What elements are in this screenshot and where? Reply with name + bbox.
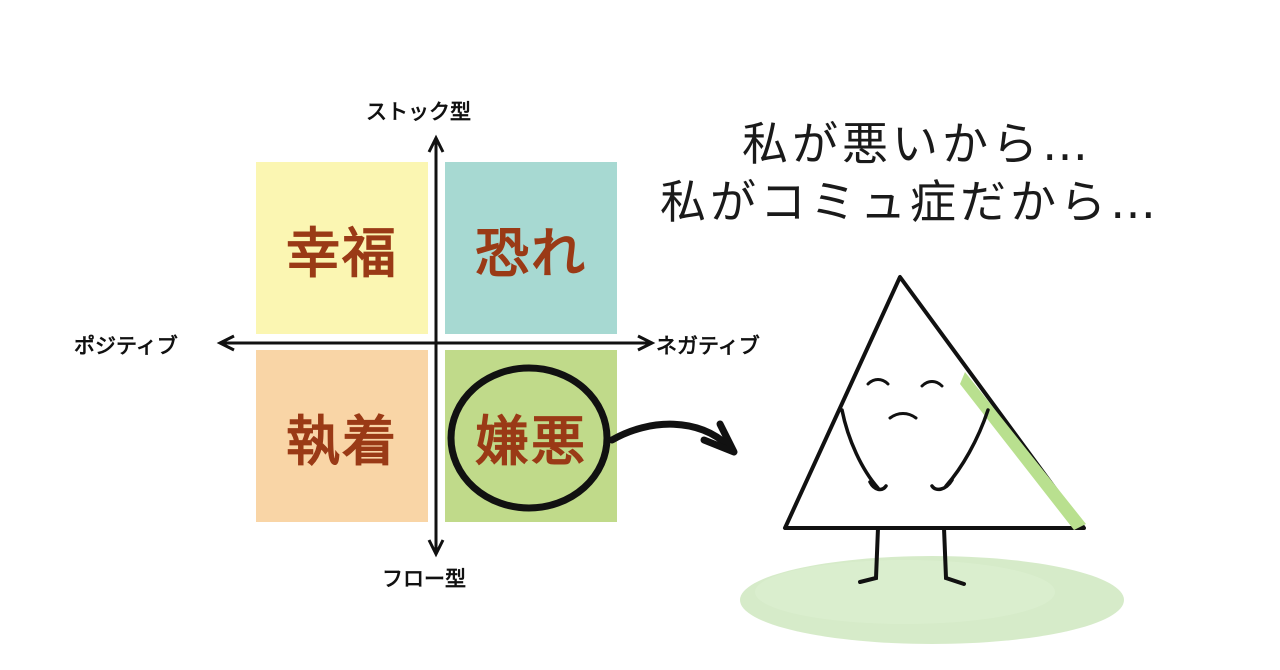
- axis-label-bottom: フロー型: [382, 567, 466, 591]
- triangle-shading: [960, 372, 1086, 530]
- quadrant-label: 幸福: [286, 221, 398, 285]
- quadrant-fear: 恐れ: [445, 162, 617, 334]
- vertical-axis-top-arrow: [427, 134, 445, 153]
- right-closed-eye: [920, 380, 944, 388]
- highlight-circle: [447, 364, 611, 512]
- quadrant-label: 嫌悪: [475, 409, 587, 473]
- left-closed-eye: [866, 378, 890, 386]
- axis-label-top: ストック型: [366, 100, 471, 124]
- triangle-character: [783, 275, 1086, 530]
- speech-line-2: 私がコミュ症だから…: [660, 175, 1160, 229]
- frown-mouth: [888, 412, 918, 420]
- curved-arrow: [608, 420, 732, 450]
- axis-label-left: ポジティブ: [74, 334, 178, 358]
- left-hand: [868, 480, 888, 492]
- quadrant-attachment: 執着: [256, 350, 428, 522]
- quadrant-label: 恐れ: [475, 221, 587, 285]
- quadrant-happiness: 幸福: [256, 162, 428, 334]
- right-hand: [930, 478, 954, 492]
- horizontal-axis-left-arrow: [216, 334, 235, 352]
- quadrant-disgust: 嫌悪: [445, 350, 617, 522]
- vertical-axis-bottom-arrow: [427, 539, 445, 558]
- left-arm: [840, 408, 880, 490]
- quadrant-label: 執着: [286, 409, 398, 473]
- left-leg: [858, 526, 880, 584]
- horizontal-axis-right-arrow: [637, 334, 656, 352]
- speech-line-1: 私が悪いから…: [742, 117, 1092, 171]
- right-leg: [942, 526, 966, 586]
- axis-label-right: ネガティブ: [656, 334, 760, 358]
- ground-highlight: [755, 560, 1055, 624]
- curved-arrow-head: [700, 420, 738, 456]
